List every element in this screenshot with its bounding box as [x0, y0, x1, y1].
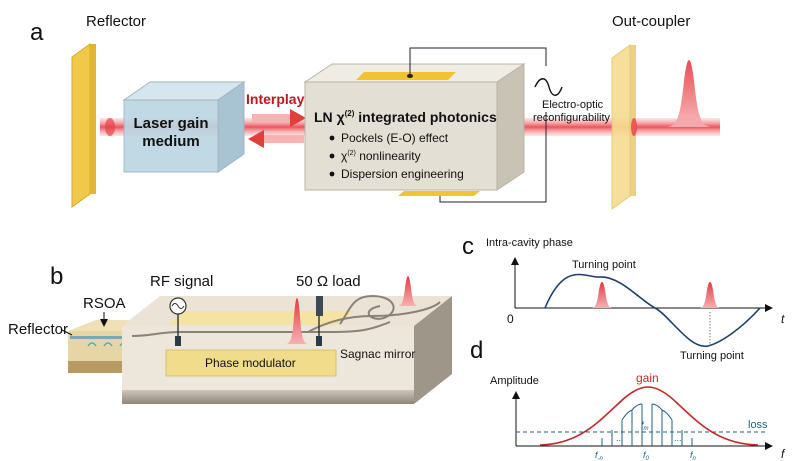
- phase-modulator-electrode: [165, 349, 337, 377]
- panel-b-reflector-label: Reflector: [8, 321, 68, 338]
- panel-a-letter: a: [30, 19, 44, 46]
- f-n-label: fn: [690, 450, 697, 461]
- pulse-at-bottom-turning-point: [700, 282, 720, 308]
- reflector-mirror: [71, 43, 91, 208]
- output-pulse: [666, 60, 712, 127]
- dots-right: ...: [674, 433, 682, 443]
- load-label: 50 Ω load: [296, 273, 361, 290]
- f-m-label: fm: [641, 420, 649, 432]
- gain-curve: [539, 386, 759, 446]
- rf-signal-label: RF signal: [150, 273, 213, 290]
- loss-label: loss: [748, 419, 768, 431]
- phase-modulator-label: Phase modulator: [205, 356, 296, 370]
- f-minus-n-label: f-n: [595, 450, 604, 461]
- panel-b: b RSOA Reflector Phase modu: [8, 263, 452, 404]
- load-probe: [316, 336, 322, 346]
- reflector-mirror-edge: [90, 44, 96, 194]
- chip-bullet-list: Pockels (E-O) effect χ(2) nonlinearity D…: [329, 131, 464, 181]
- load-probe-head: [316, 296, 323, 316]
- rf-probe: [175, 336, 181, 346]
- rsoa-label: RSOA: [83, 295, 126, 312]
- rf-source-icon: [534, 78, 563, 96]
- out-coupler-mirror: [611, 44, 631, 210]
- panel-c-xlabel: t: [781, 312, 785, 326]
- bullet-3: Dispersion engineering: [341, 167, 464, 181]
- panel-c-letter: c: [462, 233, 474, 260]
- dots-left: ...: [616, 433, 624, 443]
- top-electrode: [356, 72, 456, 80]
- panel-d-letter: d: [470, 337, 483, 364]
- out-coupler-label: Out-coupler: [612, 13, 690, 30]
- interplay-arrows: [248, 109, 306, 148]
- turning-point-bottom-label: Turning point: [680, 350, 744, 362]
- output-pulse-b: [398, 276, 418, 306]
- bullet-2: χ(2) nonlinearity: [341, 149, 421, 163]
- chip-title: LN χ(2) integrated photonics: [314, 109, 497, 125]
- sagnac-loop: [339, 294, 395, 325]
- gain-label: gain: [636, 371, 659, 385]
- panel-c: c Intra-cavity phase 0 t Turning point T…: [462, 233, 785, 362]
- turning-point-top-label: Turning point: [572, 259, 636, 271]
- f-zero-label: f0: [643, 450, 650, 461]
- gain-medium-box: Laser gain medium: [122, 81, 246, 173]
- panel-d-ylabel: Amplitude: [490, 375, 539, 387]
- cavity-modes: [601, 403, 693, 446]
- panel-d-xlabel: f: [781, 447, 786, 461]
- phase-curve: [544, 273, 761, 347]
- gain-medium-line1: Laser gain: [133, 115, 208, 132]
- bullet-1: Pockels (E-O) effect: [341, 131, 449, 145]
- ln-chip-box: [303, 63, 526, 196]
- intracavity-pulse: [286, 298, 308, 344]
- eo-label-line2: reconfigurability: [533, 112, 611, 124]
- gain-medium-line2: medium: [142, 133, 200, 150]
- panel-c-ylabel: Intra-cavity phase: [486, 237, 573, 249]
- panel-b-letter: b: [50, 263, 63, 290]
- eo-label-line1: Electro-optic: [542, 99, 604, 111]
- interplay-label: Interplay: [246, 91, 305, 107]
- panel-c-origin: 0: [507, 312, 514, 326]
- pulse-at-top-turning-point: [592, 282, 612, 308]
- sagnac-label: Sagnac mirror: [340, 347, 415, 361]
- panel-d: d Amplitude f loss gain f-n f0 fm fn ..: [470, 337, 786, 461]
- panel-a: a Reflector Out-coupler Laser gain mediu…: [30, 13, 720, 210]
- ln-modulator-chip: [122, 294, 452, 404]
- electrode-wiring: [409, 47, 547, 203]
- reflector-label: Reflector: [86, 13, 146, 30]
- bottom-electrode: [398, 191, 480, 196]
